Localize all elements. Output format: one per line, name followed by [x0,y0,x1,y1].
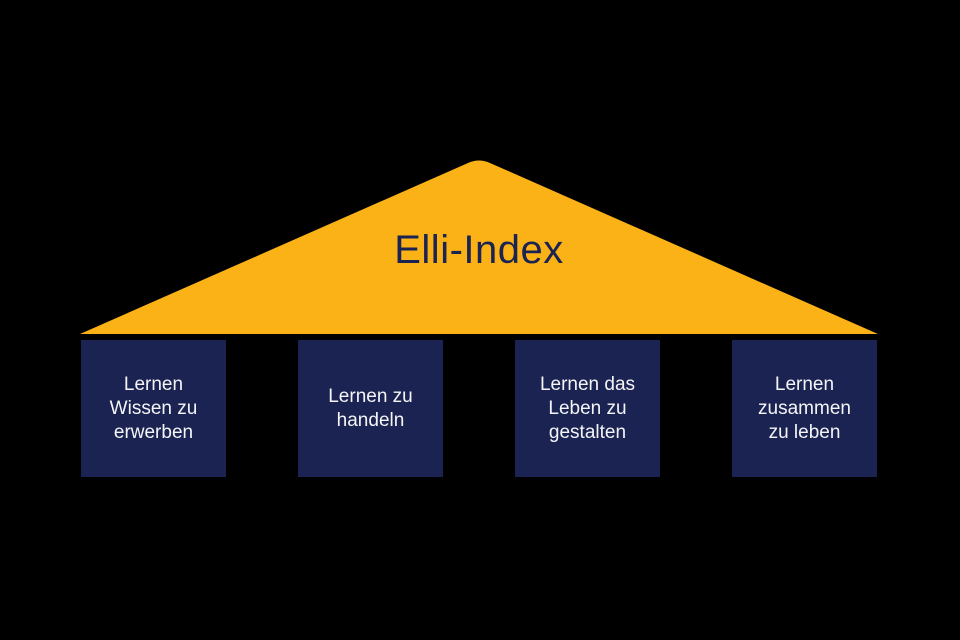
roof-triangle-shape [80,160,878,334]
pillar-label: Lernen zusammen zu leben [758,373,851,443]
roof-title: Elli-Index [394,228,564,272]
pillar-label: Lernen zu handeln [328,385,413,431]
pillar-zusammen-leben: Lernen zusammen zu leben [732,340,877,477]
pillar-lernen-handeln: Lernen zu handeln [298,340,443,477]
roof-triangle [80,160,878,334]
pillar-leben-gestalten: Lernen das Leben zu gestalten [515,340,660,477]
pillar-label: Lernen Wissen zu erwerben [109,373,198,443]
pillar-label: Lernen das Leben zu gestalten [539,373,636,443]
pillar-lernen-wissen: Lernen Wissen zu erwerben [81,340,226,477]
